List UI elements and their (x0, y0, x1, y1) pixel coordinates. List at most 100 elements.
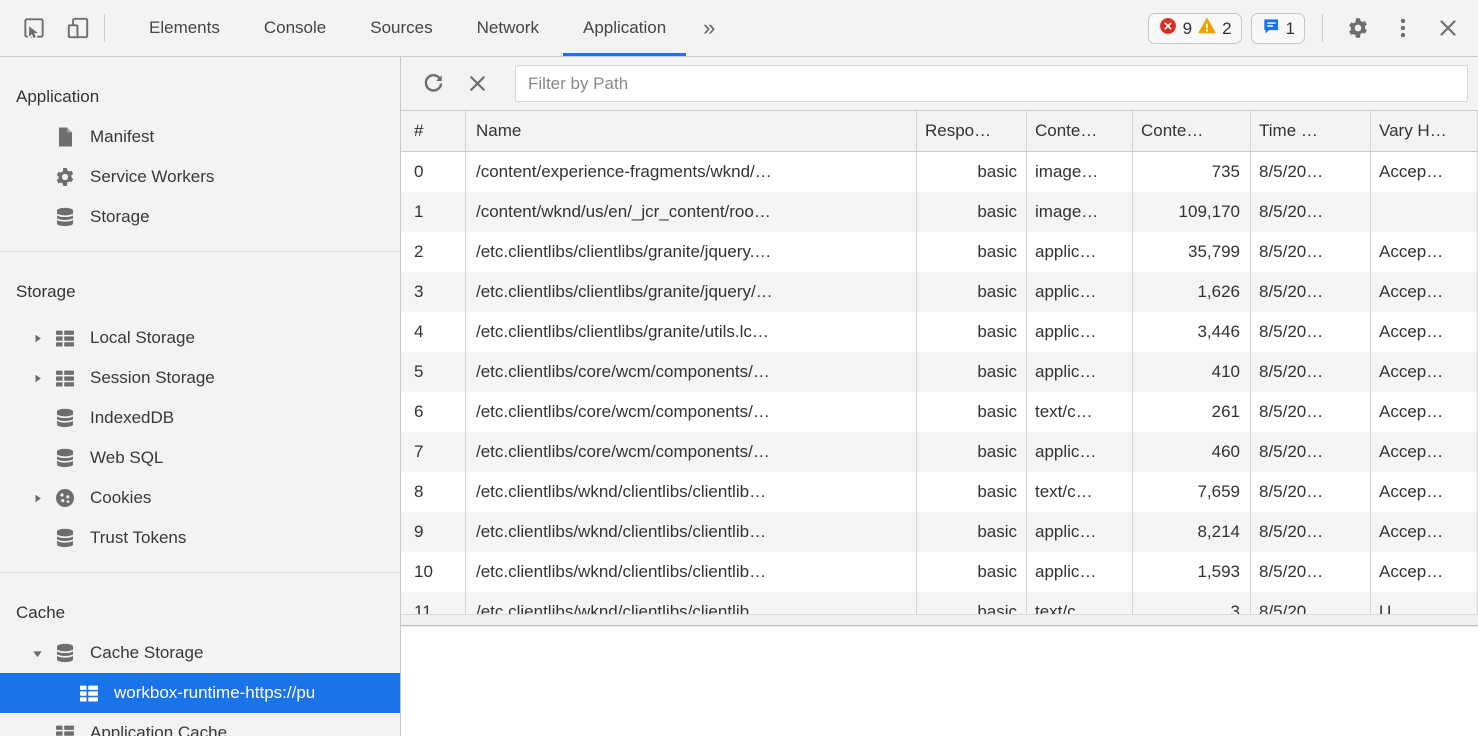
cell-content_type: text/c… (1027, 392, 1133, 432)
cell-num: 7 (401, 432, 466, 472)
clear-icon[interactable] (459, 66, 495, 102)
sidebar-item-cookies[interactable]: Cookies (0, 478, 400, 518)
cell-content_length: 3 (1133, 592, 1251, 614)
cell-vary: Accep… (1371, 472, 1478, 512)
cell-response: basic (917, 152, 1027, 192)
message-count: 1 (1285, 18, 1295, 38)
console-issues-badge[interactable]: 9 2 (1147, 12, 1242, 44)
table-row[interactable]: 6/etc.clientlibs/core/wcm/components/…ba… (401, 392, 1478, 432)
cell-content_type: image… (1027, 192, 1133, 232)
table-row[interactable]: 2/etc.clientlibs/clientlibs/granite/jque… (401, 232, 1478, 272)
horizontal-scrollbar[interactable] (401, 614, 1478, 626)
column-header-conte-3[interactable]: Conte… (1027, 111, 1133, 151)
sidebar-item-session-storage[interactable]: Session Storage (0, 358, 400, 398)
console-messages-badge[interactable]: 1 (1250, 12, 1305, 44)
tab-console[interactable]: Console (263, 18, 327, 37)
cell-content_length: 410 (1133, 352, 1251, 392)
error-count: 9 (1182, 18, 1193, 38)
column-header-respo-2[interactable]: Respo… (917, 111, 1027, 151)
table-icon (53, 366, 77, 390)
cell-time: 8/5/20… (1251, 472, 1371, 512)
sidebar-item-workbox-runtime-https-pu[interactable]: workbox-runtime-https://pu (0, 673, 400, 713)
cell-time: 8/5/20… (1251, 432, 1371, 472)
cell-content_length: 735 (1133, 152, 1251, 192)
expander-collapsed-icon[interactable] (28, 328, 53, 348)
expander-spacer (28, 448, 53, 468)
cell-num: 5 (401, 352, 466, 392)
error-icon (1158, 16, 1178, 41)
table-row[interactable]: 9/etc.clientlibs/wknd/clientlibs/clientl… (401, 512, 1478, 552)
sidebar-item-service-workers[interactable]: Service Workers (0, 157, 400, 197)
tab-sources[interactable]: Sources (370, 18, 433, 37)
sidebar-item-application-cache[interactable]: Application Cache (0, 713, 400, 736)
table-row[interactable]: 7/etc.clientlibs/core/wcm/components/…ba… (401, 432, 1478, 472)
cell-num: 6 (401, 392, 466, 432)
refresh-icon[interactable] (415, 66, 451, 102)
document-icon (53, 125, 77, 149)
cell-name: /etc.clientlibs/clientlibs/granite/utils… (466, 312, 917, 352)
table-row[interactable]: 10/etc.clientlibs/wknd/clientlibs/client… (401, 552, 1478, 592)
table-icon (53, 721, 77, 736)
cache-entry-preview-pane (401, 626, 1478, 736)
cell-response: basic (917, 432, 1027, 472)
device-toolbar-icon[interactable] (60, 10, 96, 46)
cell-time: 8/5/20… (1251, 232, 1371, 272)
tab-elements[interactable]: Elements (149, 18, 220, 37)
database-icon (53, 641, 77, 665)
toolbar-separator (104, 14, 105, 42)
tab-network[interactable]: Network (476, 18, 539, 37)
cell-time: 8/5/20… (1251, 352, 1371, 392)
table-row[interactable]: 3/etc.clientlibs/clientlibs/granite/jque… (401, 272, 1478, 312)
table-row[interactable]: 4/etc.clientlibs/clientlibs/granite/util… (401, 312, 1478, 352)
cell-vary: Accep… (1371, 352, 1478, 392)
expander-expanded-icon[interactable] (28, 643, 53, 663)
close-icon[interactable] (1430, 10, 1466, 46)
sidebar-item-label: Trust Tokens (90, 528, 187, 547)
expander-collapsed-icon[interactable] (28, 368, 53, 388)
more-tabs-icon[interactable]: » (703, 15, 716, 40)
column-header-conte-4[interactable]: Conte… (1133, 111, 1251, 151)
tab-application[interactable]: Application (561, 0, 688, 56)
cell-num: 9 (401, 512, 466, 552)
column-header-vary-h-6[interactable]: Vary H… (1371, 111, 1478, 151)
cell-content_length: 109,170 (1133, 192, 1251, 232)
inspect-icon[interactable] (16, 10, 52, 46)
sidebar-item-label: Web SQL (90, 448, 164, 467)
cell-name: /etc.clientlibs/wknd/clientlibs/clientli… (466, 472, 917, 512)
sidebar-item-local-storage[interactable]: Local Storage (0, 318, 400, 358)
cell-name: /etc.clientlibs/core/wcm/components/… (466, 352, 917, 392)
column-header-time-5[interactable]: Time … (1251, 111, 1371, 151)
table-row[interactable]: 0/content/experience-fragments/wknd/…bas… (401, 152, 1478, 192)
expander-spacer (28, 528, 53, 548)
cell-time: 8/5/20… (1251, 592, 1371, 614)
filter-by-path-input[interactable] (515, 65, 1468, 102)
cookie-icon (53, 486, 77, 510)
sidebar-item-web-sql[interactable]: Web SQL (0, 438, 400, 478)
sidebar-item-storage[interactable]: Storage (0, 197, 400, 237)
cell-time: 8/5/20… (1251, 192, 1371, 232)
sidebar-item-manifest[interactable]: Manifest (0, 117, 400, 157)
sidebar-item-cache-storage[interactable]: Cache Storage (0, 633, 400, 673)
cell-name: /content/wknd/us/en/_jcr_content/roo… (466, 192, 917, 232)
sidebar-item-indexeddb[interactable]: IndexedDB (0, 398, 400, 438)
database-icon (53, 446, 77, 470)
kebab-menu-icon[interactable] (1385, 10, 1421, 46)
expander-collapsed-icon[interactable] (28, 488, 53, 508)
table-row[interactable]: 8/etc.clientlibs/wknd/clientlibs/clientl… (401, 472, 1478, 512)
sidebar-item-trust-tokens[interactable]: Trust Tokens (0, 518, 400, 558)
table-row[interactable]: 11/etc.clientlibs/wknd/clientlibs/client… (401, 592, 1478, 614)
cell-content_type: applic… (1027, 352, 1133, 392)
cell-response: basic (917, 232, 1027, 272)
table-icon (53, 326, 77, 350)
cell-vary: Accep… (1371, 312, 1478, 352)
table-row[interactable]: 5/etc.clientlibs/core/wcm/components/…ba… (401, 352, 1478, 392)
column-header-name-1[interactable]: Name (466, 111, 917, 151)
table-row[interactable]: 1/content/wknd/us/en/_jcr_content/roo…ba… (401, 192, 1478, 232)
column-header-num-0[interactable]: # (401, 111, 466, 151)
cell-name: /etc.clientlibs/clientlibs/granite/jquer… (466, 232, 917, 272)
cell-time: 8/5/20… (1251, 392, 1371, 432)
cell-vary: Accep… (1371, 512, 1478, 552)
gear-icon[interactable] (1340, 10, 1376, 46)
